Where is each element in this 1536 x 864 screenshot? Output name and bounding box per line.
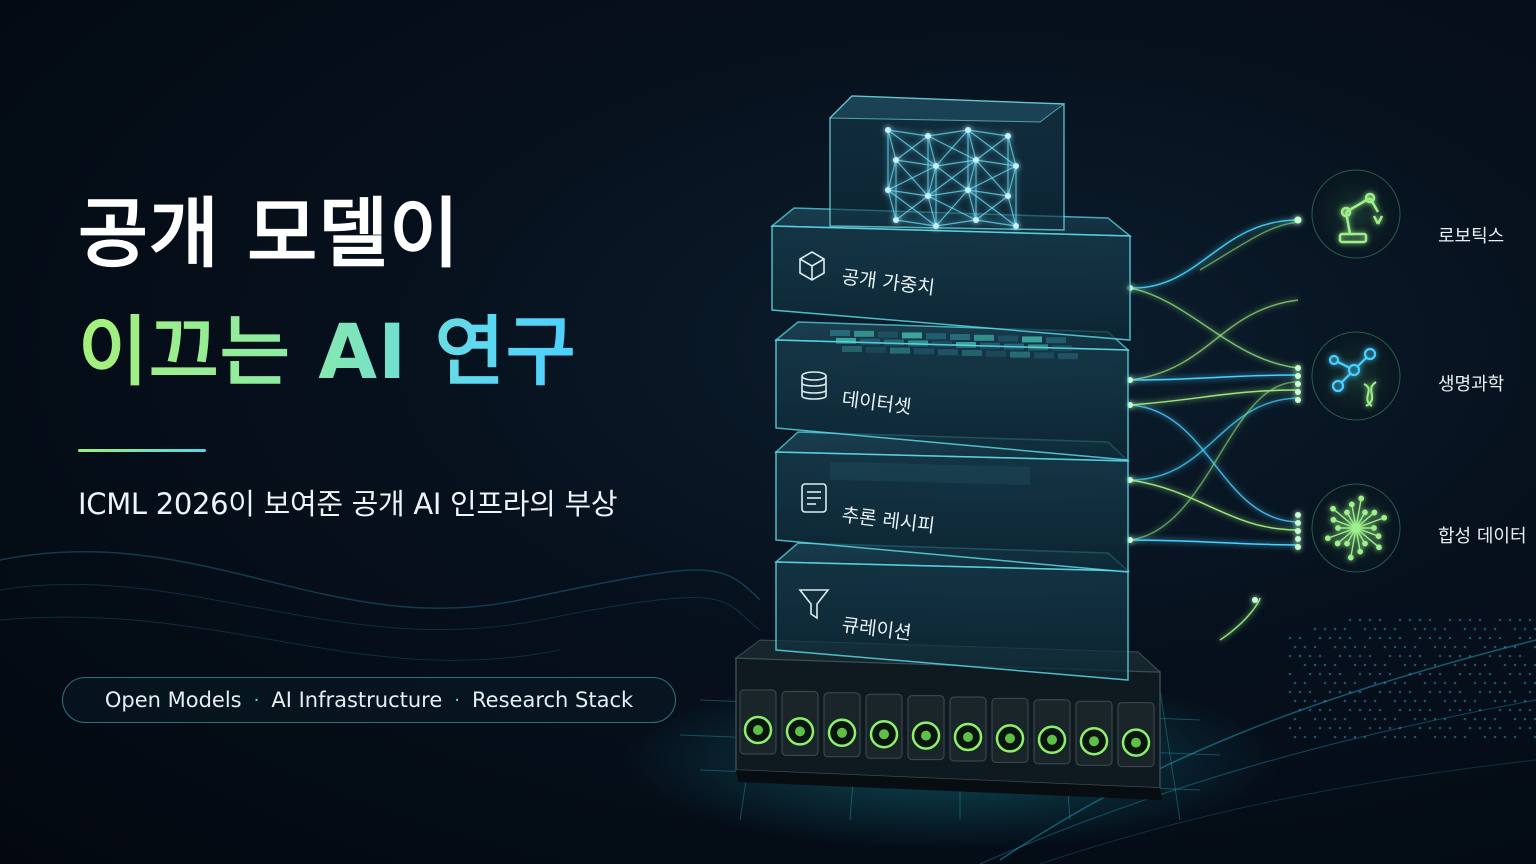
subtitle: ICML 2026이 보여준 공개 AI 인프라의 부상 <box>78 487 618 521</box>
cube-icon <box>799 251 825 281</box>
connection-lines <box>1129 219 1299 641</box>
app-label-synthetic-data: 합성 데이터 <box>1438 526 1527 547</box>
layer-inference-recipe <box>774 431 1130 573</box>
headline-line-1: 공개 모델이 <box>78 189 461 278</box>
molecule-dna-icon <box>1311 331 1401 421</box>
tag-pill: Open Models · AI Infrastructure · Resear… <box>62 677 676 723</box>
tag-separator: · <box>253 689 260 711</box>
document-list-icon <box>801 483 827 513</box>
tag-open-models: Open Models <box>104 688 242 712</box>
neural-cube <box>828 95 1066 231</box>
app-label-life-science: 생명과학 <box>1438 374 1505 395</box>
robot-arm-icon <box>1311 169 1401 259</box>
globe-dots <box>1288 618 1536 739</box>
database-icon <box>801 371 827 400</box>
starburst-network-icon <box>1311 483 1401 573</box>
layer-dataset <box>773 321 1131 461</box>
funnel-icon <box>798 589 830 620</box>
tag-separator: · <box>454 689 461 711</box>
tag-research-stack: Research Stack <box>472 688 634 712</box>
tag-ai-infrastructure: AI Infrastructure <box>271 688 443 712</box>
title-divider <box>78 449 206 452</box>
app-label-robotics: 로보틱스 <box>1438 226 1505 247</box>
headline-line-2: 이끄는 AI 연구 <box>78 307 577 396</box>
